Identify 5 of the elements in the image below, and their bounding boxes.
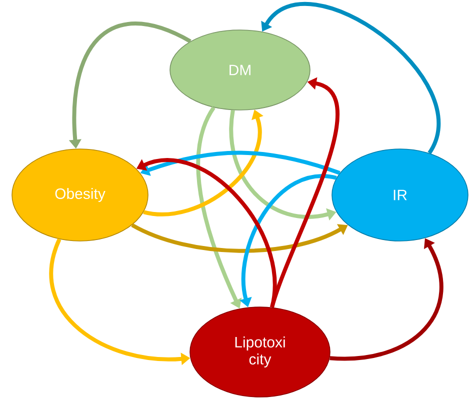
ellipse-node: Lipotoxi city (190, 306, 330, 398)
ellipse-node: Obesity (12, 148, 148, 242)
ellipse-node: DM (170, 30, 310, 110)
ellipse-node: IR (332, 148, 468, 242)
curved-arrow (261, 2, 440, 154)
